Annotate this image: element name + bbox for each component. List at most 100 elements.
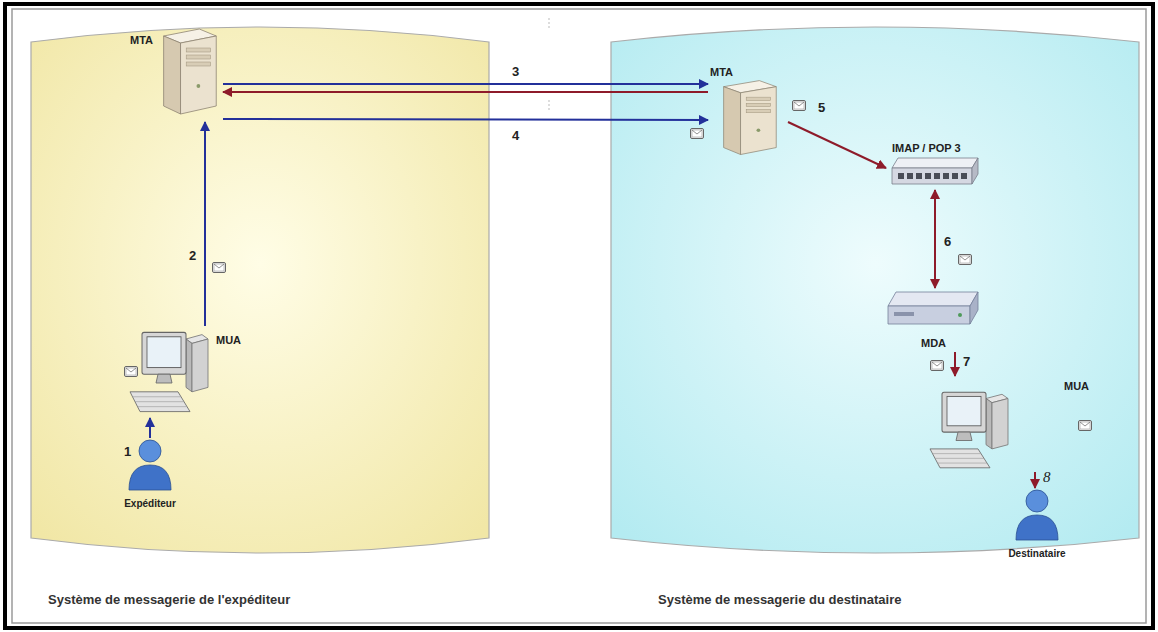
drive-bay bbox=[186, 62, 210, 66]
drive-bay bbox=[746, 109, 770, 112]
tick-mark bbox=[549, 18, 550, 28]
person-head bbox=[139, 440, 161, 462]
person-body bbox=[129, 465, 171, 490]
system-caption: Système de messagerie du destinataire bbox=[658, 592, 902, 607]
envelope-icon bbox=[793, 101, 806, 111]
label-slot: IMAP / POP 3 bbox=[892, 138, 961, 156]
step-number: 6 bbox=[944, 234, 951, 249]
drive-bay bbox=[186, 48, 210, 52]
person-icon bbox=[1014, 488, 1060, 540]
envelope-icon bbox=[691, 129, 704, 139]
envelope-icon bbox=[125, 367, 138, 377]
icon-face bbox=[892, 158, 978, 168]
icon-face bbox=[192, 339, 208, 392]
component-label: Destinataire bbox=[1008, 548, 1065, 559]
component-label: IMAP / POP 3 bbox=[892, 142, 961, 154]
system-band: MTA MUA ExpéditeurSystème de messagerie de… bbox=[30, 16, 490, 622]
port bbox=[916, 173, 922, 179]
icon-face bbox=[930, 449, 990, 468]
icon-face bbox=[992, 399, 1008, 449]
label-slot: MUA bbox=[1064, 376, 1089, 394]
step-number: 4 bbox=[512, 128, 519, 143]
port bbox=[925, 173, 931, 179]
message-arrow bbox=[788, 122, 886, 168]
power-button bbox=[757, 128, 761, 131]
box-icon bbox=[888, 288, 978, 328]
outer-border bbox=[5, 4, 1153, 628]
screen bbox=[947, 396, 981, 425]
envelope-icon bbox=[931, 361, 944, 371]
icon-face bbox=[164, 36, 181, 114]
step-number: 2 bbox=[189, 248, 196, 263]
band-outline bbox=[611, 27, 1139, 553]
message-arrow bbox=[223, 83, 708, 85]
icon-face bbox=[888, 306, 970, 324]
system-caption: Système de messagerie de l'expéditeur bbox=[48, 592, 290, 607]
key-row bbox=[935, 458, 984, 459]
server-node: MTA bbox=[128, 22, 223, 122]
band-ground bbox=[610, 16, 1140, 564]
label-slot: Expéditeur bbox=[110, 493, 190, 511]
band-outline bbox=[31, 27, 489, 553]
port bbox=[934, 173, 940, 179]
port bbox=[907, 173, 913, 179]
person-node: Destinataire bbox=[996, 488, 1078, 560]
icon-face bbox=[892, 168, 972, 184]
band-ground bbox=[30, 16, 490, 564]
icon-face bbox=[888, 292, 978, 306]
key-row bbox=[135, 401, 184, 402]
step-slot: 3 bbox=[512, 62, 519, 80]
pc-node: MUA bbox=[922, 376, 1100, 472]
monitor bbox=[942, 392, 986, 432]
person-icon bbox=[127, 438, 173, 490]
icon-face bbox=[186, 339, 192, 392]
component-label: MUA bbox=[216, 334, 241, 346]
port bbox=[961, 173, 967, 179]
server-icon bbox=[158, 26, 220, 118]
port bbox=[952, 173, 958, 179]
person-head bbox=[1026, 490, 1048, 512]
screen bbox=[147, 337, 181, 368]
inner-border bbox=[12, 9, 1146, 623]
person-body bbox=[1016, 515, 1058, 540]
label-slot: Système de messagerie du destinataire bbox=[658, 590, 902, 608]
step-number: 5 bbox=[818, 100, 825, 115]
label-slot: Système de messagerie de l'expéditeur bbox=[48, 590, 290, 608]
envelope-icon bbox=[959, 255, 972, 265]
component-label: MTA bbox=[710, 66, 733, 78]
icon-face bbox=[741, 87, 777, 155]
person-node: Expéditeur bbox=[110, 438, 190, 510]
envelope-icon bbox=[213, 263, 226, 273]
envelope-icon bbox=[1079, 421, 1092, 431]
box-node: MDA bbox=[886, 288, 981, 352]
component-label: MTA bbox=[130, 34, 153, 46]
status-light bbox=[958, 313, 962, 317]
component-label: MUA bbox=[1064, 380, 1089, 392]
switch-node: IMAP / POP 3 bbox=[886, 138, 986, 190]
port bbox=[943, 173, 949, 179]
label-slot: MDA bbox=[886, 333, 981, 351]
step-slot: 2 bbox=[189, 246, 196, 264]
label-slot: Destinataire bbox=[996, 543, 1078, 561]
drive-bay bbox=[746, 97, 770, 100]
server-node: MTA bbox=[708, 62, 788, 158]
power-button bbox=[197, 84, 201, 88]
component-label: MDA bbox=[921, 337, 946, 349]
key-row bbox=[138, 406, 188, 407]
icon-face bbox=[130, 392, 190, 412]
key-row bbox=[938, 463, 988, 464]
key-row bbox=[133, 396, 182, 397]
step-number: 7 bbox=[963, 354, 970, 369]
step-number: 1 bbox=[124, 444, 131, 459]
icon-face bbox=[970, 292, 978, 324]
step-number: 3 bbox=[512, 64, 519, 79]
switch-icon bbox=[892, 156, 978, 186]
step-slot: 4 bbox=[512, 126, 519, 144]
step-slot: 7 bbox=[963, 352, 970, 370]
pc-node: MUA bbox=[122, 326, 250, 418]
tick-mark bbox=[549, 100, 550, 110]
message-arrow bbox=[223, 119, 708, 120]
icon-face bbox=[986, 399, 992, 449]
